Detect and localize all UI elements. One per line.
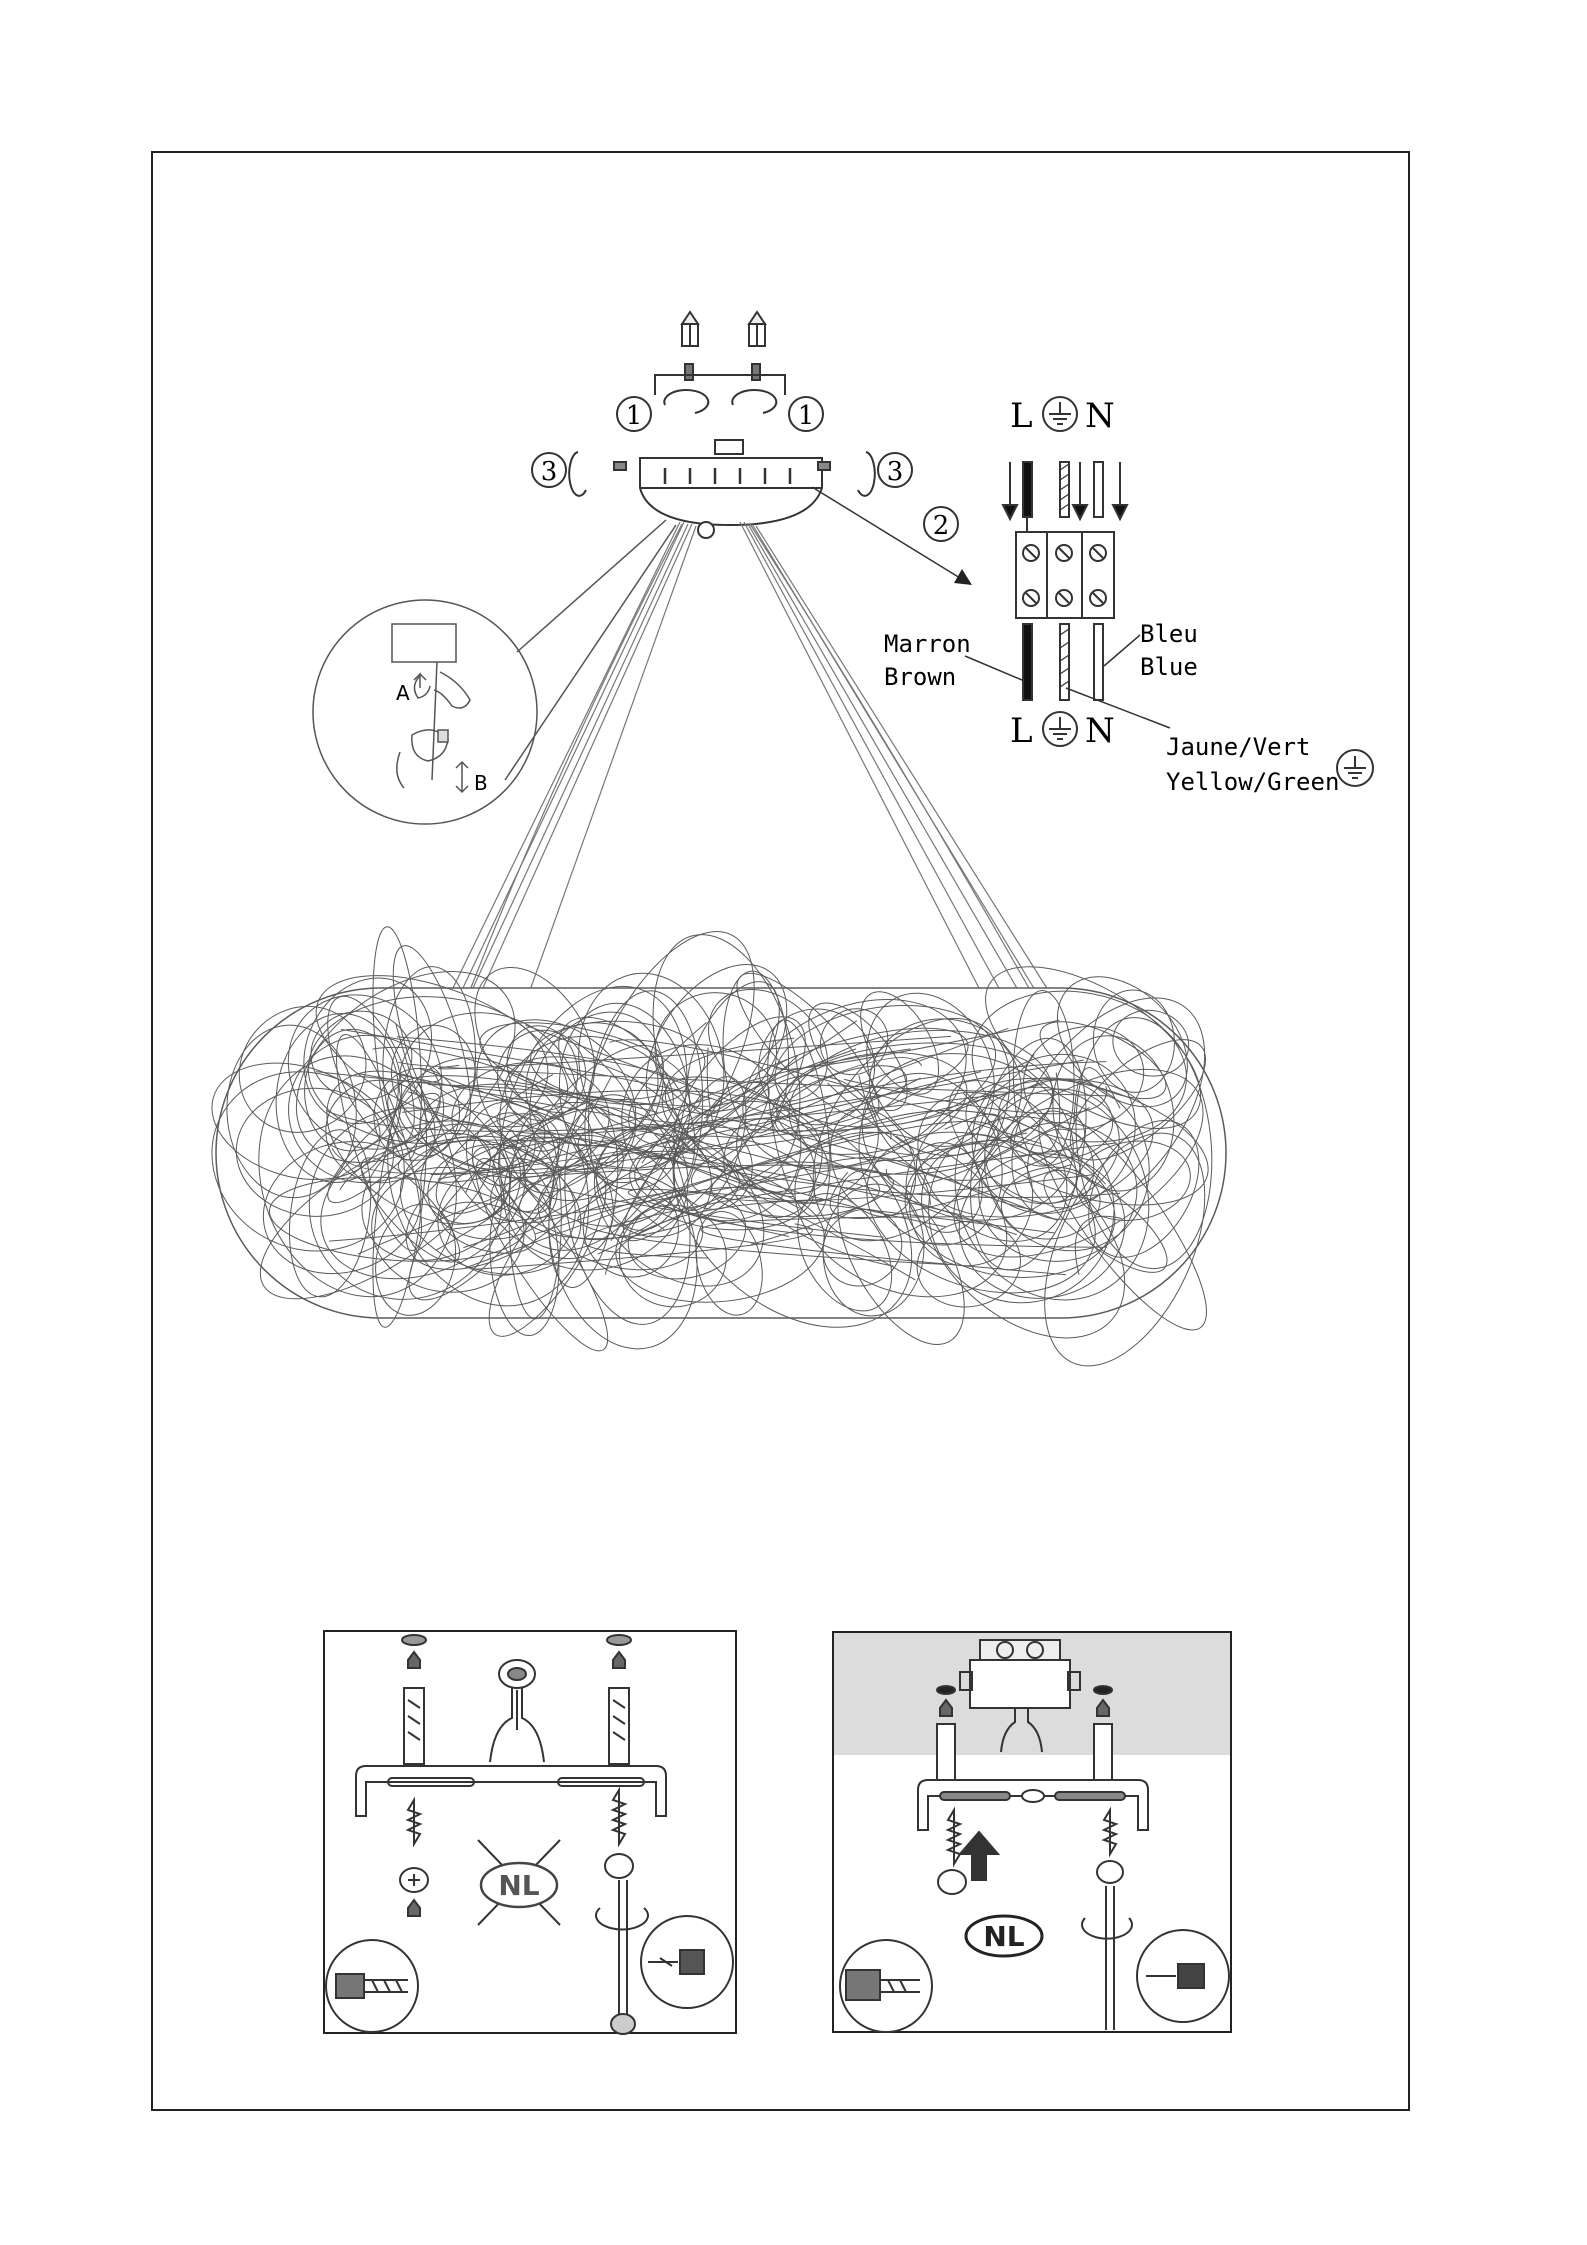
terminal-block [965,462,1170,728]
wire-label-bleu: Bleu [1140,620,1198,648]
rotate-arrow-icon [664,390,708,413]
wall-plug-left [682,312,698,346]
step-3-right: 3 [878,453,912,487]
earth-ground-icon [1043,397,1077,431]
step-1-left: 1 [617,397,651,431]
nl-badge-label: NL [983,1920,1024,1953]
detail-label-a: A [396,681,410,705]
svg-text:3: 3 [887,457,904,487]
earth-ground-icon [1043,712,1077,746]
wire-mesh-shade [182,906,1244,1391]
detail-label-b: B [474,771,488,795]
arrow-down-icon [1073,462,1087,519]
pointer-arrowhead [954,569,972,585]
wire-label-brown: Brown [884,663,956,691]
earth-ground-icon [1337,750,1373,786]
step-1-right: 1 [789,397,823,431]
nl-badge-crossed-label: NL [498,1869,539,1902]
svg-text:1: 1 [798,401,815,431]
arrow-down-icon [1003,462,1017,519]
cable-adjust-detail [313,520,676,824]
label-top-N: N [1085,396,1115,436]
canopy-assembly [569,312,875,538]
suspension-cables [452,522,1048,990]
svg-text:1: 1 [626,401,643,431]
label-bottom-N: N [1085,711,1115,751]
svg-text:3: 3 [541,457,558,487]
step-3-left: 3 [532,453,566,487]
mounting-panel-without-junction-box: NL [324,1631,736,2034]
svg-text:2: 2 [933,511,950,541]
rotate-arrow-icon [858,452,875,496]
canopy-body [640,458,822,525]
rotate-arrow-icon [569,452,586,496]
wall-plug-right [749,312,765,346]
arrow-down-icon [1113,462,1127,519]
canopy-top-knob [715,440,743,454]
label-top-L: L [1010,396,1033,436]
mounting-panel-with-junction-box: NL [833,1632,1231,2032]
wire-label-marron: Marron [884,630,971,658]
step-2: 2 [924,507,958,541]
label-bottom-L: L [1010,711,1033,751]
wire-label-yellow-green: Yellow/Green [1166,768,1339,796]
rotate-arrow-icon [732,390,776,413]
wire-label-jaune-vert: Jaune/Vert [1166,733,1311,761]
wire-label-blue: Blue [1140,653,1198,681]
